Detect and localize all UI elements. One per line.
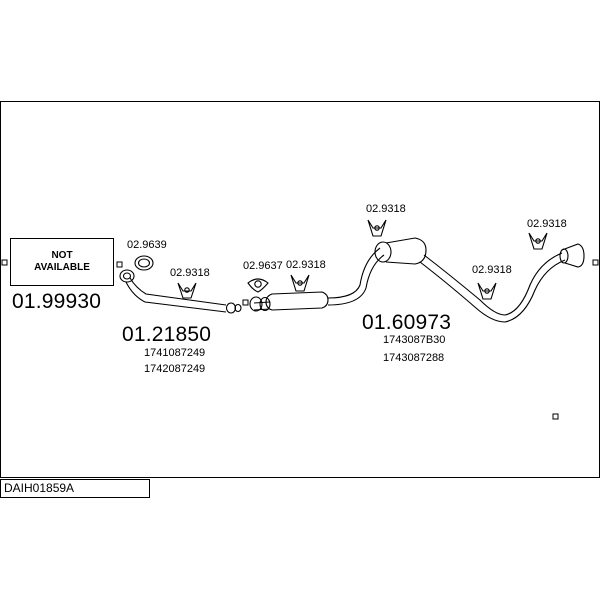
left-edge-marker [1,259,8,266]
front-pipe-marker-right [242,299,249,306]
gasket-number-1[interactable]: 02.9639 [127,239,167,251]
hanger-icon [367,219,387,237]
hanger-icon [528,232,548,250]
diagram-code-box: DAIH01859A [0,479,150,498]
oe-number-front-pipe-2: 1742087249 [144,363,206,375]
hanger-number-3[interactable]: 02.9318 [366,203,406,215]
tailpipe-marker [552,413,559,420]
hanger-icon [477,282,497,300]
not-available-box: NOT AVAILABLE [10,238,114,286]
gasket-number-2[interactable]: 02.9637 [243,260,283,272]
part-number-front-pipe[interactable]: 01.21850 [122,323,212,346]
hanger-icon [177,282,197,299]
oe-number-rear-section-1: 1743087B30 [383,334,446,346]
hanger-number-2[interactable]: 02.9318 [286,259,326,271]
right-edge-marker [592,259,599,266]
front-pipe-marker-left [116,261,123,268]
part-number-rear-section[interactable]: 01.60973 [362,311,452,334]
gasket-icon [134,255,154,271]
hanger-number-1[interactable]: 02.9318 [170,267,210,279]
flange-gasket-icon [247,278,269,293]
part-number-not-available[interactable]: 01.99930 [12,290,102,313]
hanger-icon [290,274,310,292]
hanger-number-4[interactable]: 02.9318 [472,264,512,276]
hanger-number-5[interactable]: 02.9318 [527,218,567,230]
not-available-line1: NOT [51,250,73,261]
oe-number-rear-section-2: 1743087288 [383,352,445,364]
center-pipe [249,247,385,312]
diagram-code: DAIH01859A [4,481,75,495]
rear-section [374,237,585,323]
oe-number-front-pipe-1: 1741087249 [144,347,206,359]
front-pipe [119,269,242,314]
not-available-line2: AVAILABLE [34,262,90,273]
